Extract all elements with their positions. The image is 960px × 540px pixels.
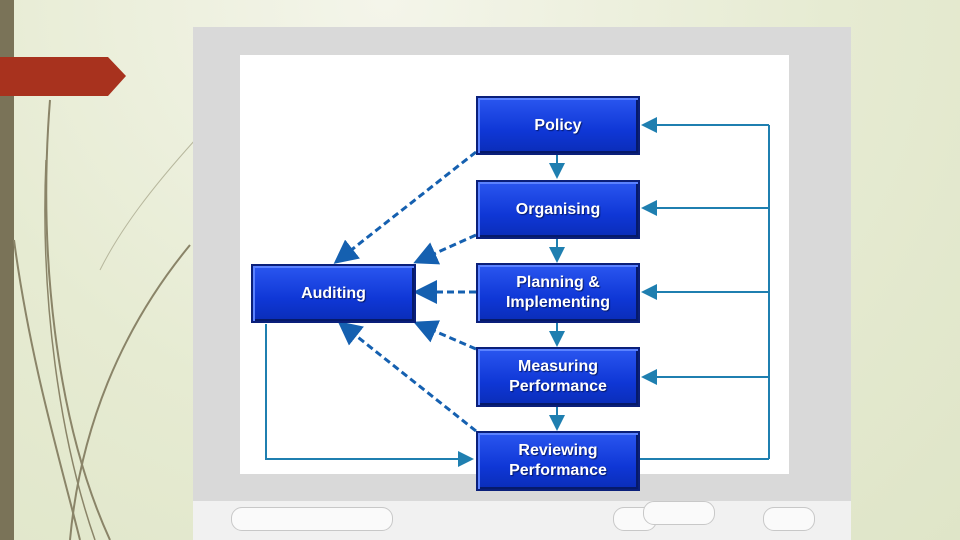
box-organising-label: Organising: [515, 200, 601, 218]
left-strip: [0, 0, 14, 540]
dashed-policy-auditing: [333, 150, 477, 264]
box-measuring-performance: Measuring Performance: [476, 347, 640, 407]
connector-lines: [265, 117, 770, 467]
box-planning-implementing: Planning & Implementing: [476, 263, 640, 323]
blurred-control-center: [643, 501, 715, 525]
box-auditing-label: Auditing: [301, 284, 366, 302]
title-arrow-tab: [0, 57, 126, 96]
image-bottom-strip: [193, 501, 851, 540]
diagram-image-frame: Policy Organising Planning & Implementin…: [193, 27, 851, 540]
box-auditing: Auditing: [251, 264, 416, 323]
box-policy-label: Policy: [534, 116, 582, 134]
decorative-swooshes: [13, 99, 196, 540]
dashed-measuring-auditing: [413, 320, 477, 351]
box-planning-label: Planning & Implementing: [505, 274, 610, 311]
box-organising: Organising: [476, 180, 640, 239]
box-measuring-label: Measuring Performance: [509, 358, 607, 395]
box-policy: Policy: [476, 96, 640, 155]
auditing-to-reviewing: [265, 324, 474, 467]
diagram-panel: Policy Organising Planning & Implementin…: [240, 55, 789, 491]
box-reviewing-label: Reviewing Performance: [509, 442, 607, 479]
box-reviewing-performance: Reviewing Performance: [476, 431, 640, 491]
blurred-control-left: [231, 507, 393, 531]
dashed-organising-auditing: [413, 233, 477, 265]
blurred-control-right: [763, 507, 815, 531]
dashed-reviewing-auditing: [337, 321, 477, 433]
